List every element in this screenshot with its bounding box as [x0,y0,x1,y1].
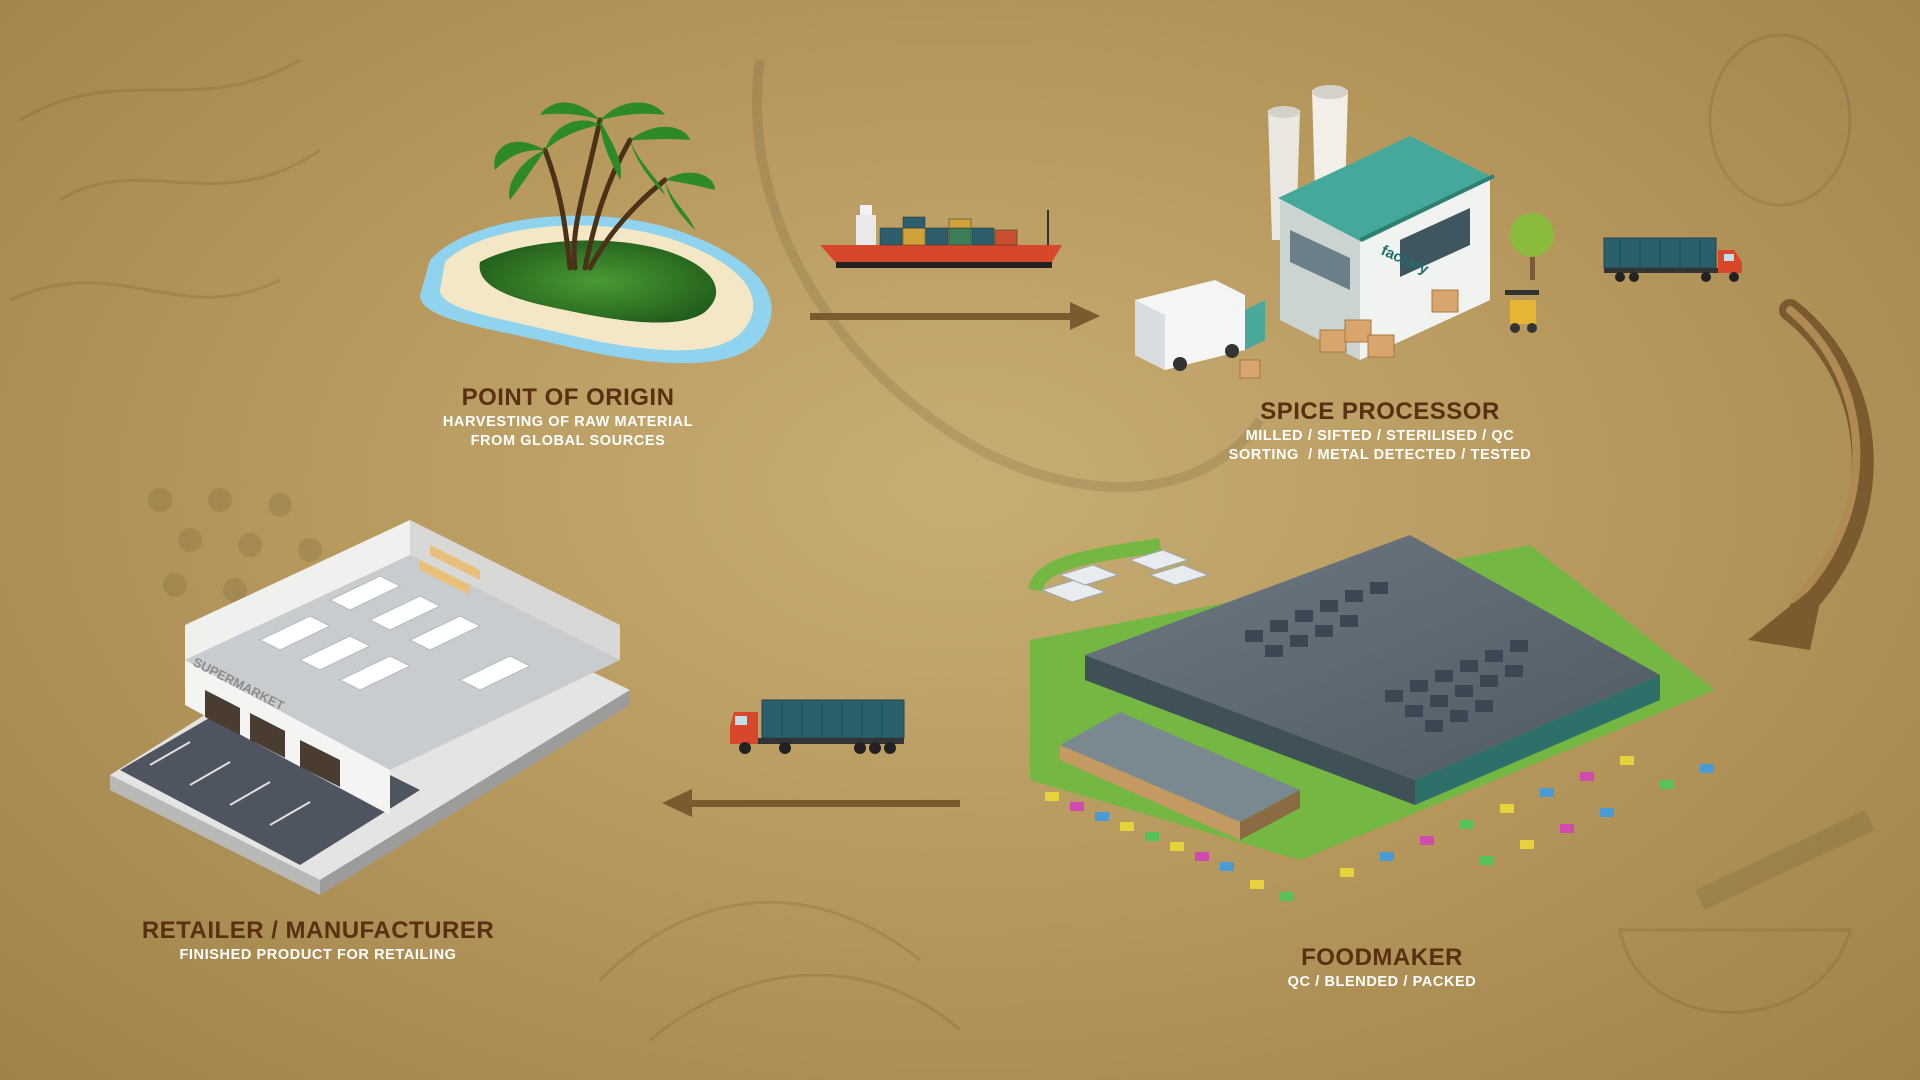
background-decoration [9,33,1875,1042]
stage-description: SORTING / METAL DETECTED / TESTED [1228,447,1532,464]
stage-retailer: RETAILER / MANUFACTURER FINISHED PRODUCT… [138,916,498,964]
flow-arrow-icon [1748,299,1874,650]
flow-arrow-icon [662,789,960,817]
cargo-ship-icon [820,205,1062,268]
factory-icon: factory [1135,85,1554,379]
stage-description: FINISHED PRODUCT FOR RETAILING [179,947,457,963]
warehouse-icon [1028,535,1715,901]
tropical-island-icon [420,102,772,364]
stage-description: MILLED / SIFTED / STERILISED / QC [1245,428,1515,444]
stage-title: POINT OF ORIGIN [461,384,675,411]
stage-description: FROM GLOBAL SOURCES [470,433,666,450]
stage-spice-processor: SPICE PROCESSOR MILLED / SIFTED / STERIL… [1200,397,1560,464]
stage-title: FOODMAKER [1301,944,1463,971]
stage-foodmaker: FOODMAKER QC / BLENDED / PACKED [1232,943,1532,991]
stage-title: RETAILER / MANUFACTURER [141,917,495,944]
stage-point-of-origin: POINT OF ORIGIN HARVESTING OF RAW MATERI… [418,383,718,450]
stage-title: SPICE PROCESSOR [1260,398,1500,425]
container-truck-icon [730,699,905,754]
stage-description: HARVESTING OF RAW MATERIAL [442,414,694,430]
supermarket-icon: SUPERMARKET [110,520,630,895]
flow-arrow-icon [810,302,1100,330]
container-truck-icon [1603,237,1742,282]
stage-description: QC / BLENDED / PACKED [1287,974,1477,990]
